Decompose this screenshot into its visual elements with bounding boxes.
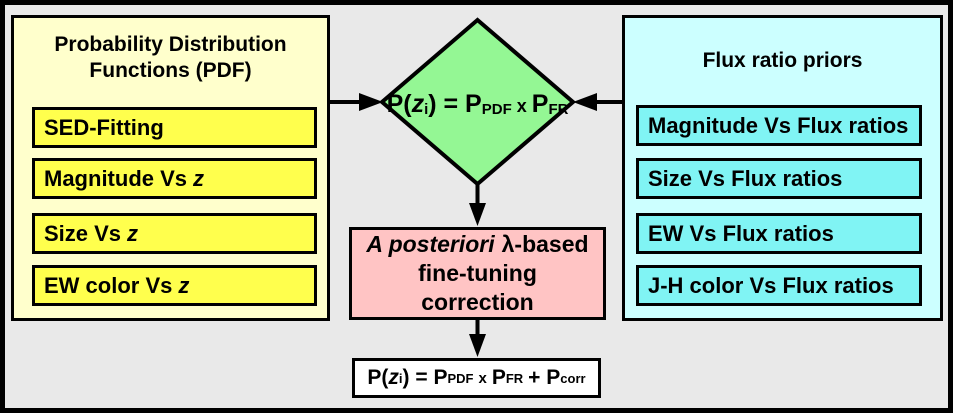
lambda-based-text: λ-based <box>501 231 589 257</box>
item-label: Magnitude Vs Flux ratios <box>648 112 909 138</box>
item-label: Magnitude Vs <box>44 165 188 191</box>
item-label: EW color Vs <box>44 272 173 298</box>
arrowhead-right-icon <box>359 93 383 111</box>
formula-part: P <box>491 366 506 389</box>
item-label: EW Vs Flux ratios <box>648 220 834 246</box>
formula-subscript: PDF <box>481 101 512 118</box>
formula-subscript: corr <box>560 370 586 386</box>
a-posteriori-text: A posteriori <box>366 231 495 257</box>
z-variable: z <box>178 272 190 298</box>
formula-part: P( <box>367 366 389 389</box>
item-label: Size Vs Flux ratios <box>648 165 843 191</box>
item-label: SED-Fitting <box>44 114 164 140</box>
formula-subscript: FR <box>505 370 524 386</box>
formula-part: ) = P <box>428 90 482 118</box>
arrow-correction-to-result <box>469 318 486 357</box>
arrow-right-to-diamond <box>573 93 622 111</box>
formula-z: z <box>388 366 399 389</box>
pdf-panel: Probability Distribution Functions (PDF)… <box>11 15 330 321</box>
formula-part: P( <box>386 90 412 118</box>
connectors-layer <box>330 17 622 357</box>
flux-ratio-panel-title: Flux ratio priors <box>702 49 863 72</box>
formula-times: x <box>478 369 487 387</box>
formula-z: z <box>411 90 425 118</box>
formula-plus: + P <box>528 366 561 389</box>
arrowhead-down-icon <box>469 203 486 226</box>
pdf-panel-title: Probability Distribution Functions (PDF) <box>54 33 287 82</box>
correction-line-3: correction <box>421 289 534 315</box>
formula-subscript: i <box>398 370 403 386</box>
formula-times: x <box>516 96 527 116</box>
arrowhead-left-icon <box>573 93 597 111</box>
z-variable: z <box>127 220 139 246</box>
correction-line-2: fine-tuning <box>418 260 537 286</box>
flux-item-ew: EW Vs Flux ratios <box>636 213 922 254</box>
flux-ratio-panel: Flux ratio priors Magnitude Vs Flux rati… <box>622 15 943 321</box>
decision-diamond <box>378 17 577 187</box>
z-variable: z <box>193 165 205 191</box>
arrow-diamond-to-correction <box>469 184 486 226</box>
formula-subscript: FR <box>548 101 569 118</box>
formula-subscript: PDF <box>447 370 474 386</box>
pdf-item-sed-fitting: SED-Fitting <box>32 107 317 148</box>
flux-item-jh-color: J-H color Vs Flux ratios <box>636 265 922 306</box>
flux-item-size: Size Vs Flux ratios <box>636 158 922 199</box>
formula-part: P <box>531 90 549 118</box>
formula-subscript: i <box>424 101 429 118</box>
item-label: J-H color Vs Flux ratios <box>648 272 894 298</box>
arrowhead-down-icon <box>469 334 486 357</box>
formula-part: ) = P <box>402 366 448 389</box>
item-label: Size Vs <box>44 220 122 246</box>
flux-item-magnitude: Magnitude Vs Flux ratios <box>636 105 922 146</box>
arrow-left-to-diamond <box>330 93 383 111</box>
